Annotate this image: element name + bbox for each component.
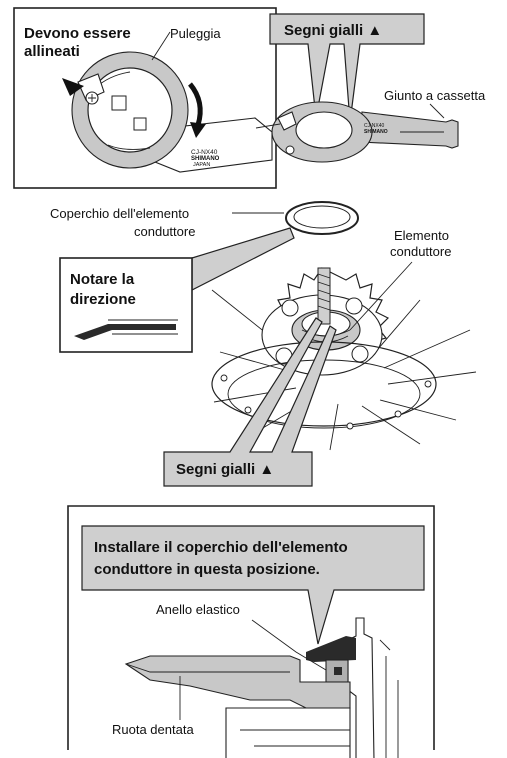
note-direction-label-line2: direzione [70,291,136,308]
rotation-arrow-icon [188,82,203,126]
must-align-label-line1: Devono essere [24,25,131,42]
tool-text-brand: SHIMANO [191,156,220,162]
sprocket-label: Ruota dentata [112,722,194,737]
cover-profile-shape [74,324,176,340]
yellow-marks-callout-bottom: Segni gialli ▲ [163,317,337,487]
driver-cover-section [306,636,356,662]
hub-axle [317,267,331,325]
cassette-joint-tool: CJ-NX40 SHIMANO Giunto a cassetta [255,88,486,163]
install-cover-label-line1: Installare il coperchio dell'elemento [94,539,348,556]
hub-assembly: Elemento conduttore [211,228,477,451]
yellow-marks-top-label: Segni gialli ▲ [284,22,382,39]
tool-small-text-brand: SHIMANO [364,129,388,135]
note-direction-label-line1: Notare la [70,271,135,288]
install-cover-callout [81,525,425,645]
alignment-detail-box: CJ-NX40 SHIMANO JAPAN Devono essere alli… [13,7,277,189]
cross-section-frame [67,505,435,750]
tool-text-model: CJ-NX40 [191,149,218,156]
cross-section-detail: Installare il coperchio dell'elemento co… [67,505,435,758]
tool-text-origin: JAPAN [193,162,210,168]
install-cover-label-line2: conduttore in questa posizione. [94,561,320,578]
snap-ring-label: Anello elastico [156,602,240,617]
pulley-lug [77,73,105,101]
driver-cover-part: Coperchio dell'elemento conduttore [50,201,359,239]
driver-cover-label-line1: Coperchio dell'elemento [50,206,189,221]
driver-cover-label-line2: conduttore [134,224,195,239]
yellow-marks-bottom-label: Segni gialli ▲ [176,461,274,478]
note-direction-callout: Notare la direzione [59,227,295,353]
tool-small-text-model: CJ-NX40 [364,123,385,129]
driver-body-section [225,707,351,758]
cassette-joint-label: Giunto a cassetta [384,88,486,103]
driver-label-line1: Elemento [394,228,449,243]
must-align-label-line2: allineati [24,43,80,60]
tool-handle [359,111,459,149]
pulley-label: Puleggia [170,26,221,41]
yellow-marks-callout-top: Segni gialli ▲ [269,13,425,123]
alignment-arrow-icon [62,78,84,96]
driver-label-line2: conduttore [390,244,451,259]
